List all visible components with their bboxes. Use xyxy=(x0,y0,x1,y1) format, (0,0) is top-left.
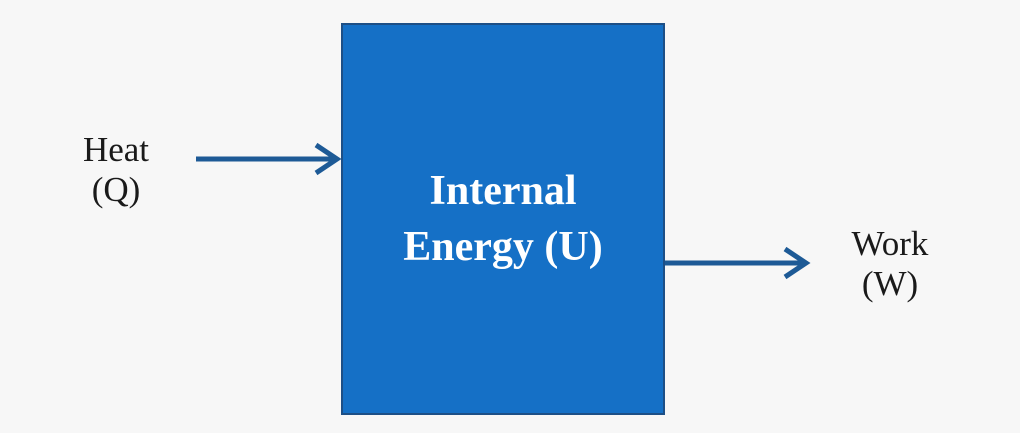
heat-label-line1: Heat xyxy=(82,130,150,169)
work-label-line1: Work xyxy=(851,224,929,263)
internal-energy-box xyxy=(341,23,665,415)
heat-label: Heat (Q) xyxy=(56,130,176,210)
work-label: Work (W) xyxy=(830,224,950,304)
internal-energy-label: Internal Energy (U) xyxy=(341,163,665,275)
internal-energy-label-line1: Internal xyxy=(429,168,577,214)
heat-input-arrow xyxy=(196,142,342,176)
work-output-arrow xyxy=(665,246,811,280)
work-label-line2: (W) xyxy=(861,264,919,303)
internal-energy-label-line2: Energy (U) xyxy=(403,224,603,270)
heat-label-line2: (Q) xyxy=(91,170,141,209)
